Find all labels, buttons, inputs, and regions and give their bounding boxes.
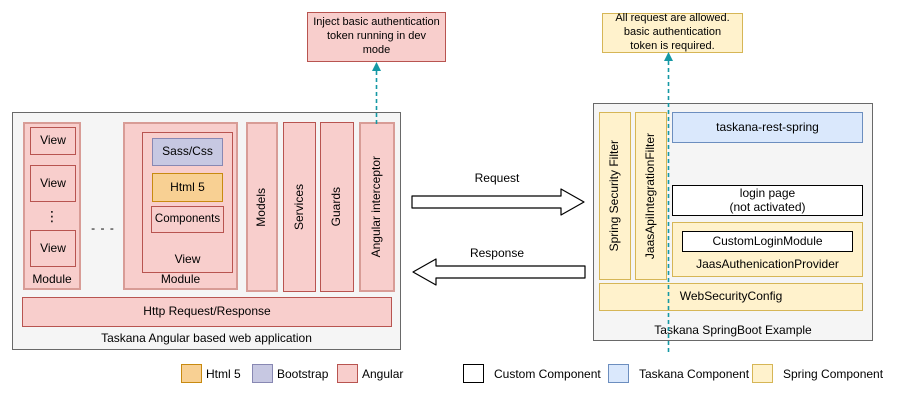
legend-item-angular: Angular [337,363,403,384]
login-page-box: login page (not activated) [672,185,863,216]
response-arrow [412,258,586,286]
models-column: Models [246,122,278,292]
html5-swatch [181,364,202,383]
view-box: View [30,165,76,202]
legend-item-bootstrap: Bootstrap [252,363,328,384]
http-request-response-bar: Http Request/Response [22,297,392,327]
view-box: View [30,127,76,155]
bootstrap-swatch [252,364,273,383]
sass-css-box: Sass/Css [152,138,223,166]
spring-security-filter-label: Spring Security Filter [607,140,622,252]
module1-label: Module [32,272,72,286]
jaas-api-integration-filter-label: JaasApiIntegrationFilter [643,132,658,260]
angular-app-title: Taskana Angular based web application [101,331,312,345]
note-line: mode [362,43,391,56]
note-line: basic authentication [623,26,722,39]
services-label: Services [291,183,306,230]
models-label: Models [254,187,269,227]
auth-required-dashed-arrow [664,52,673,354]
login-page-line: login page [739,185,796,200]
legend-item-taskana-component: Taskana Component [608,363,749,384]
login-page-line: (not activated) [729,199,806,214]
spring-security-filter-column: Spring Security Filter [599,112,631,280]
legend-label: Custom Component [494,366,601,381]
legend-item-custom-component: Custom Component [463,363,601,384]
taskana-rest-spring-box: taskana-rest-spring [672,112,863,143]
guards-label: Guards [329,187,344,227]
module2-view-label: View [174,252,201,266]
html5-box: Html 5 [152,173,223,202]
ellipsis-between-modules: - - - [91,221,115,235]
note-requests-allowed: All request are allowed. basic authentic… [602,12,743,53]
springboot-title: Taskana SpringBoot Example [654,323,812,337]
web-security-config-bar: WebSecurityConfig [599,283,863,311]
legend-label: Angular [362,366,404,381]
view-box: View [30,230,76,267]
note-inject-auth-token: Inject basic authentication token runnin… [307,12,446,62]
angular-swatch [337,364,358,383]
module2-label: Module [160,272,201,286]
response-label: Response [469,246,525,260]
note-line: Inject basic authentication [313,16,440,29]
legend-label: Html 5 [206,366,241,381]
spring-component-swatch [752,364,773,383]
taskana-component-swatch [608,364,629,383]
jaas-authentication-provider-label: JaasAuthenicationProvider [696,257,839,271]
components-box: Components [151,206,224,233]
dev-token-dashed-arrow [372,62,381,127]
angular-interceptor-column: Angular interceptor [359,122,395,292]
request-label: Request [474,171,520,185]
request-arrow [411,188,585,216]
vertical-ellipsis: ⋮ [45,208,59,225]
note-line: token is required. [630,39,715,52]
guards-column: Guards [320,122,354,292]
note-line: token running in dev [326,30,427,43]
legend-item-spring-component: Spring Component [752,363,883,384]
legend-label: Bootstrap [277,366,329,381]
angular-interceptor-label: Angular interceptor [369,156,384,258]
custom-login-module-box: CustomLoginModule [682,231,853,252]
legend-label: Taskana Component [639,366,750,381]
note-line: All request are allowed. [615,12,730,25]
legend-item-html5: Html 5 [181,363,241,384]
legend-label: Spring Component [783,366,884,381]
services-column: Services [283,122,316,292]
custom-component-swatch [463,364,484,383]
jaas-api-integration-filter-column: JaasApiIntegrationFilter [635,112,667,280]
